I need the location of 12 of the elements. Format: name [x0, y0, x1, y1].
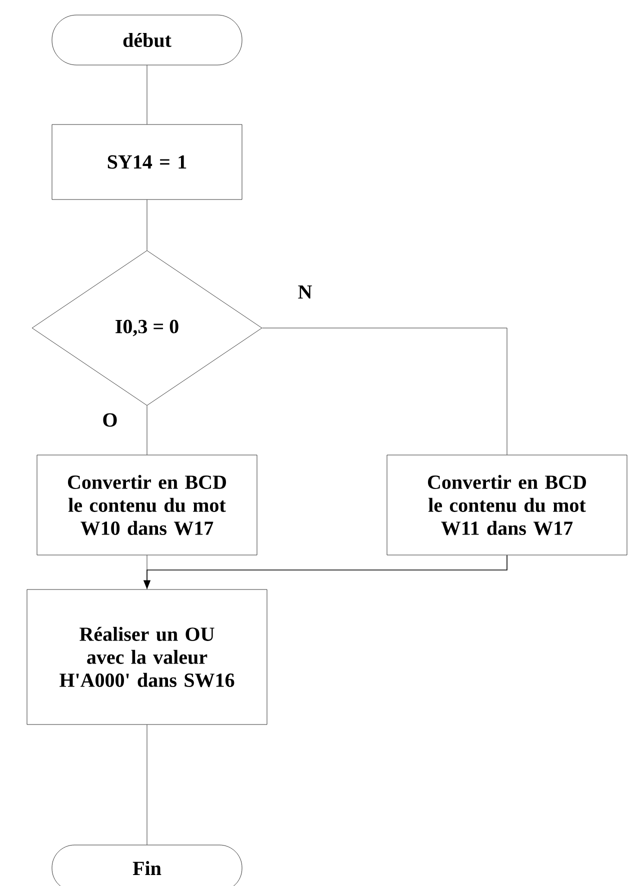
- connector-line: [146, 724, 148, 845]
- connector-line: [146, 65, 148, 124]
- connector-line: [262, 328, 508, 455]
- process-box: Réaliser un OU avec la valeur H'A000' dans SW16: [26, 589, 268, 725]
- connector-line: [146, 200, 148, 250]
- process-box: Convertir en BCD le contenu du mot W10 dans W17: [36, 454, 258, 556]
- process-box: SY14 = 1: [52, 124, 242, 200]
- connector-line: [146, 406, 148, 455]
- connector-line: [146, 555, 148, 590]
- edge-label: N: [296, 284, 314, 300]
- process-box: Convertir en BCD le contenu du mot W11 dans W17: [386, 454, 628, 556]
- edge-label: O: [101, 412, 119, 428]
